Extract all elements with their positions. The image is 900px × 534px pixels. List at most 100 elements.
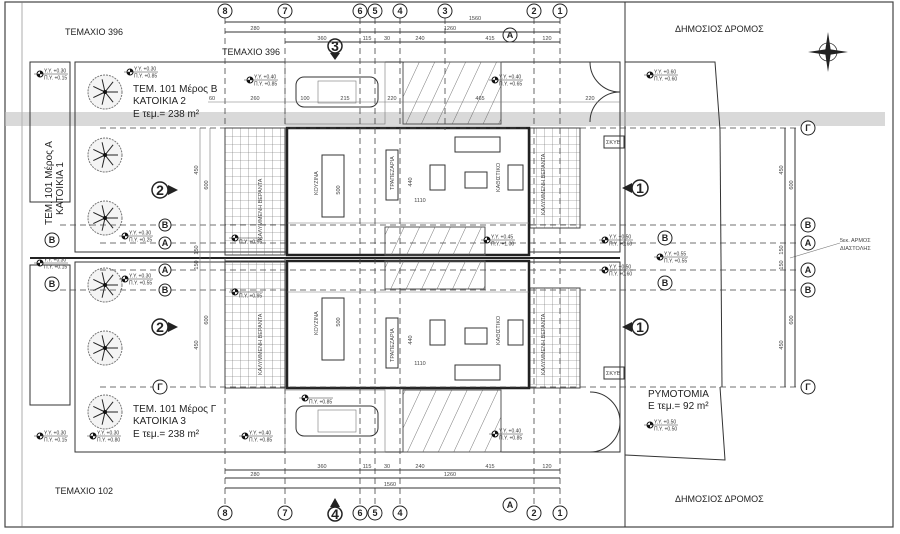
svg-text:Α: Α <box>805 238 812 248</box>
svg-text:6: 6 <box>357 6 362 16</box>
elevation-ground-level: Π.Υ. +0.95 <box>239 240 262 246</box>
elevation-marker: Π.Υ. +0.95 <box>229 288 263 300</box>
elevation-top-level: Υ.Υ. +0.30 <box>44 431 66 437</box>
elevation-marker: Υ.Υ. +0.30Π.Υ. +0.55 <box>119 274 153 287</box>
elevation-ground-level: Π.Υ. +0.15 <box>44 265 67 271</box>
dimension-segment: 465 <box>475 96 484 102</box>
section-marker-2-upper: 2 <box>151 181 178 199</box>
axis-4-bottom: 4 <box>392 505 408 521</box>
dimension-segment: 260 <box>250 96 259 102</box>
svg-text:Ε τεμ.= 92 m²: Ε τεμ.= 92 m² <box>648 401 709 412</box>
dimension-segment: 30 <box>384 464 390 470</box>
dimension-overall: 1560 <box>469 16 481 22</box>
room-label-veranda: ΚΑΛΥΜΜΕΝΗ ΒΕΡΑΝΤΑ <box>541 153 547 215</box>
elevation-top-level: Υ.Υ. +0.40 <box>499 75 521 81</box>
svg-text:Β: Β <box>162 285 169 295</box>
dimension-interior: 500 <box>336 317 342 326</box>
elevation-marker: Υ.Υ. +0.30Π.Υ. +0.85 <box>124 67 158 80</box>
dimension-segment: 220 <box>585 96 594 102</box>
elevation-marker: Υ.Υ. +0.60Π.Υ. +0.60 <box>644 70 678 83</box>
storage-upper: ΣΚΥΒ <box>603 135 625 149</box>
dining-table <box>385 317 399 369</box>
dimension-interior: 440 <box>408 177 414 186</box>
elevation-top-level: Υ.Υ. +0.30 <box>97 431 119 437</box>
svg-text:ΤΕΜ. 101 Μέρος Α: ΤΕΜ. 101 Μέρος Α <box>43 141 55 225</box>
elevation-marker: Υ.Υ. +0.55Π.Υ. +0.55 <box>654 252 688 265</box>
svg-text:Γ: Γ <box>157 382 163 392</box>
svg-text:4: 4 <box>331 506 339 522</box>
svg-text:1: 1 <box>557 508 562 518</box>
dimension-segment: 360 <box>317 464 326 470</box>
elevation-top-level: Υ.Υ. +0.30 <box>129 274 151 280</box>
svg-text:Β: Β <box>162 220 169 230</box>
dimension-segment: 360 <box>317 36 326 42</box>
axis-beta-lower: Β <box>800 282 816 298</box>
axis-alpha-lower: Α <box>800 262 816 278</box>
dimension-segment: 280 <box>250 26 259 32</box>
svg-text:A: A <box>507 500 514 510</box>
svg-text:Α: Α <box>805 265 812 275</box>
dimension-segment: 415 <box>485 464 494 470</box>
dimension-vertical: 450 <box>779 340 785 349</box>
dimension-segment: 280 <box>250 472 259 478</box>
svg-text:1: 1 <box>636 180 644 196</box>
elevation-top-level: Υ.Υ. +0.50 <box>609 235 631 241</box>
dimension-segment: 115 <box>363 464 372 470</box>
axis-2-top: 2 <box>526 3 542 19</box>
dimension-vertical: 600 <box>204 315 210 324</box>
unit-label-house2: ΤΕΜ. 101 Μέρος Β ΚΑΤΟΙΚΙΑ 2 Ε τεμ.= 238 … <box>133 83 218 120</box>
section-marker-b-right-upper: B <box>657 230 673 246</box>
axis-gamma-left: Γ <box>152 379 168 395</box>
elevation-top-level: Υ.Υ. +0.30 <box>134 67 156 73</box>
svg-text:Γ: Γ <box>805 123 811 133</box>
dimension-vertical: 150 <box>194 245 200 254</box>
dimension-vertical: 450 <box>194 165 200 174</box>
room-label-veranda: ΚΑΛΥΜΜΕΝΗ ΒΕΡΑΝΤΑ <box>258 313 264 375</box>
elevation-marker: Υ.Υ. +0.30Π.Υ. +0.15 <box>34 258 68 271</box>
svg-text:Ε τεμ.= 238 m²: Ε τεμ.= 238 m² <box>133 429 200 440</box>
room-label-kitchen: ΚΟΥΖΙΝΑ <box>314 171 320 195</box>
dimension-sub: 1260 <box>444 472 456 478</box>
elevation-top-level: Υ.Υ. +0.55 <box>664 252 686 258</box>
dimension-sub: 1260 <box>444 26 456 32</box>
axis-gamma-top: Γ <box>800 120 816 136</box>
elevation-marker: Υ.Υ. +0.30Π.Υ. +0.80 <box>87 431 121 444</box>
dimension-segment: 30 <box>384 36 390 42</box>
elevation-ground-level: Π.Υ. +0.55 <box>664 259 687 265</box>
dimension-interior: 1110 <box>414 361 425 367</box>
elevation-top-level: Υ.Υ. +0.50 <box>609 265 631 271</box>
elevation-marker: Υ.Υ. +0.50Π.Υ. +0.60 <box>599 265 633 278</box>
dimension-values: 1560126015601260280280360360115115303024… <box>194 16 795 488</box>
axis-8-top: 8 <box>217 3 233 19</box>
room-label-dining: ΤΡΑΠΕΖΑΡΙΑ <box>390 156 396 190</box>
svg-text:ΤΕΜ. 101 Μέρος Γ: ΤΕΜ. 101 Μέρος Γ <box>133 403 217 415</box>
svg-text:ΤΕΜ. 101 Μέρος Β: ΤΕΜ. 101 Μέρος Β <box>133 83 218 95</box>
axis-7-top: 7 <box>277 3 293 19</box>
room-label-veranda: ΚΑΛΥΜΜΕΝΗ ΒΕΡΑΝΤΑ <box>541 313 547 375</box>
svg-text:B: B <box>662 278 669 288</box>
road-label-bottom: ΔΗΜΟΣΙΟΣ ΔΡΟΜΟΣ <box>675 494 764 504</box>
armchair <box>507 319 524 346</box>
elevation-top-level: Υ.Υ. +0.30 <box>129 231 151 237</box>
section-marker-1-upper: 1 <box>622 179 649 197</box>
dimension-interior: 500 <box>336 185 342 194</box>
plot-label-bottom-left: ΤΕΜΑΧΙΟ 102 <box>55 486 113 496</box>
elevation-marker: Υ.Υ. +0.45Π.Υ. +1.00 <box>481 235 515 248</box>
svg-text:Β: Β <box>805 285 812 295</box>
dimension-segment: 240 <box>415 464 424 470</box>
elevation-ground-level: Π.Υ. +0.85 <box>249 438 272 444</box>
svg-text:B: B <box>662 233 669 243</box>
room-label-dining: ΤΡΑΠΕΖΑΡΙΑ <box>390 328 396 362</box>
dimension-overall: 1560 <box>384 482 396 488</box>
elevation-marker: Υ.Υ. +0.40Π.Υ. +0.85 <box>489 429 523 442</box>
elevation-ground-level: Π.Υ. +0.15 <box>44 76 67 82</box>
elevation-top-level: Υ.Υ. +0.50 <box>654 420 676 426</box>
elevation-ground-level: Π.Υ. +0.50 <box>654 427 677 433</box>
gate-lower <box>589 391 621 453</box>
elevation-ground-level: Π.Υ. +0.85 <box>134 74 157 80</box>
svg-text:7: 7 <box>282 6 287 16</box>
unit-label-road-widening: ΡΥΜΟΤΟΜΙΑ Ε τεμ.= 92 m² <box>648 389 709 412</box>
elevation-marker: Υ.Υ. +0.50Π.Υ. +0.50 <box>644 420 678 433</box>
storage-lower: ΣΚΥΒ <box>603 366 625 380</box>
dimension-segment: 240 <box>415 36 424 42</box>
